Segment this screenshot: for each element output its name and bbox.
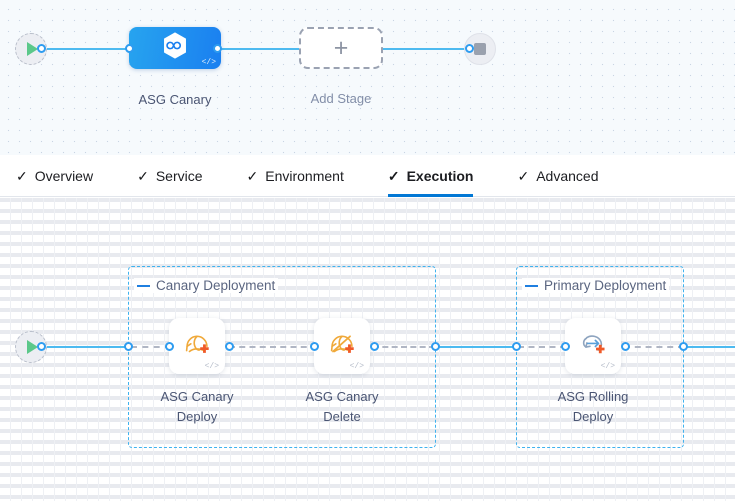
collapse-group-icon[interactable]	[137, 284, 150, 287]
edge-primary-step1-to-out	[624, 346, 684, 348]
port-exec-start-out[interactable]	[37, 342, 46, 351]
edge-exec-start-to-canary-group	[40, 346, 130, 348]
step-label-line2: Deploy	[176, 409, 218, 425]
tab-environment[interactable]: ✓ Environment	[247, 155, 344, 197]
tab-underline	[387, 193, 474, 197]
port-asg-canary-deploy-out[interactable]	[225, 342, 234, 351]
tab-label: Overview	[34, 167, 94, 184]
tab-overview[interactable]: ✓ Overview	[16, 155, 93, 197]
stage-config-tabs[interactable]: ✓ Overview ✓ Service ✓ Environment ✓ Exe…	[0, 155, 735, 197]
edge-primary-group-to-next	[683, 346, 735, 348]
step-node-asg-rolling-deploy[interactable]: </>	[565, 318, 621, 374]
play-icon	[27, 340, 38, 354]
check-icon: ✓	[137, 167, 149, 184]
step-label-line2: Delete	[323, 409, 361, 425]
step-node-asg-canary-deploy[interactable]: </>	[169, 318, 225, 374]
step-label-asg-canary-deploy: ASG Canary Deploy	[137, 387, 257, 427]
step-label-line1: ASG Rolling	[557, 389, 629, 404]
tab-label: Advanced	[536, 167, 599, 184]
edge-primary-in-to-step1	[518, 346, 566, 348]
code-badge-icon: </>	[349, 362, 364, 371]
code-badge-icon: </>	[204, 362, 219, 371]
edge-step2-to-canary-out	[373, 346, 435, 348]
edge-start-to-stage	[40, 48, 130, 50]
step-group-canary-deployment[interactable]	[128, 266, 436, 448]
step-node-asg-canary-delete[interactable]: </>	[314, 318, 370, 374]
tab-label: Execution	[406, 167, 474, 184]
port-primary-group-out[interactable]	[679, 342, 688, 351]
step-label-asg-rolling-deploy: ASG Rolling Deploy	[533, 387, 653, 427]
check-icon: ✓	[246, 167, 259, 184]
tab-label: Service	[155, 167, 203, 184]
port-asg-canary-deploy-in[interactable]	[165, 342, 174, 351]
edge-stage-to-addstage	[217, 48, 302, 50]
step-group-label-primary-deployment[interactable]: Primary Deployment	[522, 278, 670, 293]
port-primary-group-in[interactable]	[512, 342, 521, 351]
code-badge-icon: </>	[201, 58, 216, 67]
group-label-text: Primary Deployment	[544, 278, 667, 293]
edge-step1-to-step2	[229, 346, 317, 348]
tab-label: Environment	[265, 167, 344, 184]
step-group-label-canary-deployment[interactable]: Canary Deployment	[134, 278, 279, 293]
execution-canvas[interactable]: Canary Deployment </> ASG Canary Deploy	[0, 198, 735, 501]
step-label-line1: ASG Canary	[160, 389, 234, 404]
plus-icon: +	[333, 33, 349, 62]
add-stage-label: Add Stage	[310, 91, 372, 106]
port-stage-out[interactable]	[213, 44, 222, 53]
stage-node-asg-canary[interactable]: </>	[129, 27, 221, 69]
play-icon	[27, 42, 38, 56]
collapse-group-icon[interactable]	[525, 284, 538, 287]
step-label-asg-canary-delete: ASG Canary Delete	[282, 387, 402, 427]
check-icon: ✓	[16, 167, 28, 184]
stage-canvas[interactable]: </> ASG Canary + Add Stage	[0, 0, 735, 155]
tab-advanced[interactable]: ✓ Advanced	[517, 155, 598, 197]
step-group-primary-deployment[interactable]	[516, 266, 684, 448]
port-asg-canary-delete-out[interactable]	[370, 342, 379, 351]
check-icon: ✓	[517, 167, 530, 184]
port-asg-rolling-deploy-in[interactable]	[561, 342, 570, 351]
edge-addstage-to-end	[383, 48, 468, 50]
tab-execution[interactable]: ✓ Execution	[387, 155, 474, 197]
stage-label-asg-canary: ASG Canary	[138, 92, 212, 107]
port-start-out[interactable]	[37, 44, 46, 53]
asg-canary-delete-icon	[325, 325, 359, 364]
step-label-line1: ASG Canary	[305, 389, 379, 404]
port-canary-group-in[interactable]	[124, 342, 133, 351]
group-label-text: Canary Deployment	[156, 278, 276, 293]
harness-hexagon-infinity-icon	[160, 31, 190, 66]
port-canary-group-out[interactable]	[431, 342, 440, 351]
tab-service[interactable]: ✓ Service	[137, 155, 202, 197]
port-asg-canary-delete-in[interactable]	[310, 342, 319, 351]
check-icon: ✓	[387, 167, 400, 184]
port-stage-in[interactable]	[125, 44, 134, 53]
asg-canary-deploy-icon	[180, 325, 214, 364]
edge-canary-group-to-primary-group	[435, 346, 519, 348]
port-end-in[interactable]	[465, 44, 474, 53]
step-label-line2: Deploy	[572, 409, 614, 425]
code-badge-icon: </>	[600, 362, 615, 371]
asg-rolling-deploy-icon	[576, 325, 610, 364]
edge-canary-in-to-step1	[131, 346, 171, 348]
stop-icon	[474, 43, 486, 55]
add-stage-button[interactable]: +	[299, 27, 383, 69]
port-asg-rolling-deploy-out[interactable]	[621, 342, 630, 351]
